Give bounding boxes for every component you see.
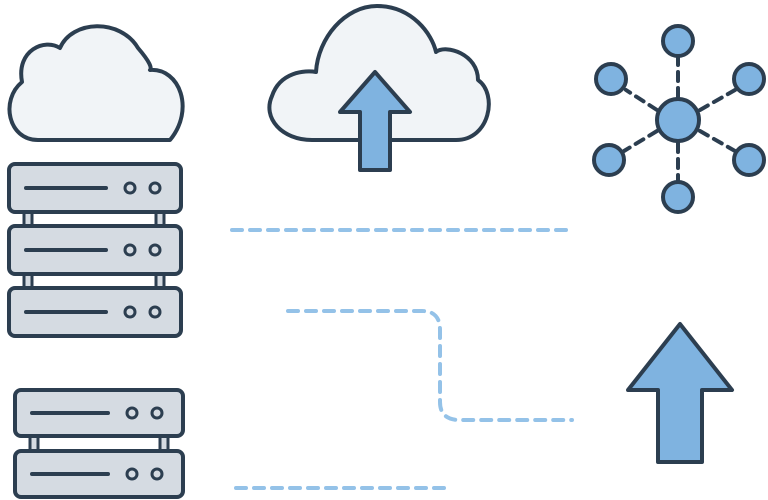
cloud-upload-icon	[267, 4, 491, 172]
dashed-line-stepped	[286, 309, 574, 422]
server-rack-icon-bottom	[13, 388, 185, 499]
server-unit	[7, 286, 183, 338]
hub-node	[661, 180, 695, 214]
hub-node	[592, 143, 626, 177]
hub-node-center	[655, 97, 701, 143]
hub-node	[732, 143, 766, 177]
cloud-icon	[7, 24, 185, 142]
server-unit	[7, 224, 183, 276]
server-unit	[13, 449, 185, 499]
hub-node	[661, 24, 695, 58]
hub-node	[732, 62, 766, 96]
arrow-up-icon	[338, 70, 412, 172]
server-unit	[7, 162, 183, 214]
hub-node	[594, 62, 628, 96]
network-hub-icon	[592, 24, 766, 214]
server-unit	[13, 388, 185, 438]
arrow-up-icon	[626, 322, 734, 464]
server-rack-icon-top	[7, 162, 183, 338]
